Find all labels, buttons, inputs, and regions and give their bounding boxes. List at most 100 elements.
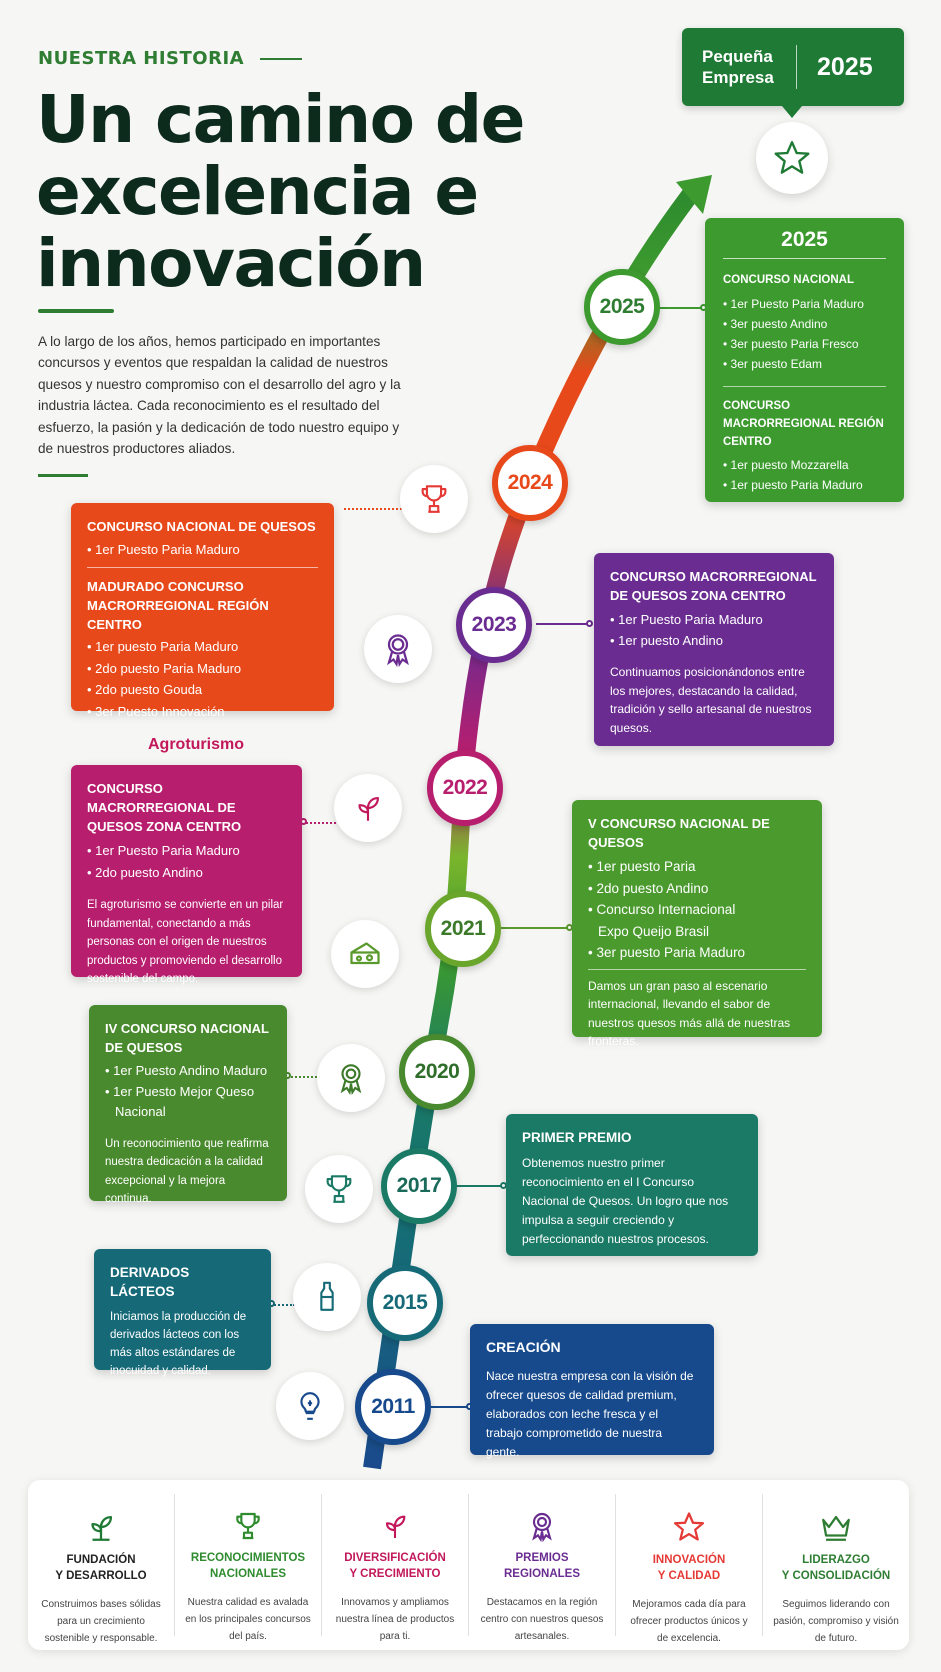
year-node-2022[interactable]: 2022 bbox=[427, 750, 503, 826]
card-2024-s1-title: CONCURSO NACIONAL DE QUESOS bbox=[87, 519, 316, 534]
card-2011: CREACIÓN Nace nuestra empresa con la vis… bbox=[470, 1324, 714, 1459]
connector-2017 bbox=[456, 1185, 506, 1187]
card-2017: PRIMER PREMIO Obtenemos nuestro primer r… bbox=[506, 1114, 758, 1256]
connector-2011 bbox=[428, 1406, 474, 1408]
pillar-desc: Mejoramos cada día para ofrecer producto… bbox=[630, 1599, 748, 1644]
card-2020-title: IV CONCURSO NACIONAL DE QUESOS bbox=[105, 1021, 269, 1055]
page-title: Un camino de excelencia e innovación bbox=[36, 81, 525, 302]
card-divider bbox=[588, 968, 806, 970]
year-node-2015[interactable]: 2015 bbox=[367, 1265, 443, 1341]
card-2015-text: Iniciamos la producción de derivados lác… bbox=[110, 1311, 247, 1377]
eyebrow-line bbox=[260, 57, 303, 60]
list-item: 2do puesto Andino bbox=[588, 878, 806, 900]
badge-year: 2025 bbox=[817, 52, 873, 81]
card-2023-list: 1er Puesto Paria Maduro 1er puesto Andin… bbox=[610, 609, 818, 651]
cheese-icon bbox=[331, 920, 399, 988]
card-2025-s2-list: 1er puesto Mozzarella 1er puesto Paria M… bbox=[723, 455, 886, 495]
badge-separator bbox=[796, 45, 797, 89]
list-item: 3er Puesto Innovación bbox=[87, 701, 318, 723]
badge-label: Pequeña Empresa bbox=[702, 47, 774, 87]
list-item: 2do puesto Paria Maduro bbox=[87, 658, 318, 680]
pillar-desc: Innovamos y ampliamos nuestra línea de p… bbox=[335, 1597, 455, 1642]
year-node-2017[interactable]: 2017 bbox=[381, 1148, 457, 1224]
sprout-icon bbox=[84, 1510, 118, 1544]
list-item: 1er puesto Andino bbox=[610, 630, 818, 651]
list-item: 2do puesto Gouda bbox=[87, 679, 318, 701]
pillar-desc: Seguimos liderando con pasión, compromis… bbox=[773, 1599, 899, 1644]
small-business-badge: Pequeña Empresa 2025 bbox=[682, 28, 904, 118]
connector-2024 bbox=[344, 508, 402, 510]
list-item: 1er puesto Mozzarella bbox=[723, 455, 886, 475]
lightbulb-icon bbox=[276, 1372, 344, 1440]
connector-2015 bbox=[271, 1304, 295, 1306]
list-item: 1er Puesto Mejor Queso Nacional bbox=[105, 1082, 255, 1123]
list-item: 1er Puesto Andino Maduro bbox=[105, 1061, 271, 1082]
card-2011-title: CREACIÓN bbox=[486, 1339, 561, 1355]
list-item: 1er puesto Paria bbox=[588, 856, 806, 878]
values-bar: FUNDACIÓN Y DESARROLLO Construimos bases… bbox=[28, 1480, 909, 1650]
pillar-liderazgo: LIDERAZGO Y CONSOLIDACIÓN Seguimos lider… bbox=[763, 1494, 909, 1644]
year-node-2011[interactable]: 2011 bbox=[355, 1369, 431, 1445]
medal-icon bbox=[364, 615, 432, 683]
list-item: 3er puesto Paria Maduro bbox=[588, 942, 806, 964]
connector-2021 bbox=[500, 927, 572, 929]
card-2020-text: Un reconocimiento que reafirma nuestra d… bbox=[105, 1137, 269, 1206]
list-item: 1er Puesto Paria Maduro bbox=[610, 609, 818, 630]
sprout-icon bbox=[334, 774, 402, 842]
star-icon bbox=[672, 1510, 706, 1544]
list-item: 1er Puesto Paria Maduro bbox=[723, 294, 886, 314]
card-2024-s1-list: 1er Puesto Paria Maduro bbox=[87, 540, 318, 560]
card-2024: CONCURSO NACIONAL DE QUESOS 1er Puesto P… bbox=[71, 503, 334, 719]
list-item: 1er Puesto Paria Maduro bbox=[87, 540, 318, 560]
pillar-title: DIVERSIFICACIÓN Y CRECIMIENTO bbox=[344, 1552, 446, 1580]
pillar-premios: PREMIOS REGIONALES Destacamos en la regi… bbox=[469, 1494, 616, 1642]
card-2017-title: PRIMER PREMIO bbox=[522, 1130, 632, 1145]
list-item: 1er puesto Paria Maduro bbox=[723, 475, 886, 495]
pillar-title: INNOVACIÓN Y CALIDAD bbox=[652, 1554, 726, 1582]
eyebrow-text: NUESTRA HISTORIA bbox=[38, 48, 245, 69]
card-2025: 2025 CONCURSO NACIONAL 1er Puesto Paria … bbox=[705, 218, 904, 502]
crown-icon bbox=[819, 1510, 853, 1544]
rosette-icon bbox=[317, 1044, 385, 1112]
card-2021-list: 1er puesto Paria 2do puesto Andino Concu… bbox=[588, 856, 806, 964]
pillar-title: RECONOCIMIENTOS NACIONALES bbox=[190, 1552, 306, 1580]
card-2023: CONCURSO MACRORREGIONAL DE QUESOS ZONA C… bbox=[594, 553, 834, 746]
medal-icon bbox=[526, 1510, 558, 1542]
year-node-2023[interactable]: 2023 bbox=[456, 587, 532, 663]
list-item: 3er puesto Edam bbox=[723, 354, 886, 374]
card-2025-s2-title: CONCURSO MACRORREGIONAL REGIÓN CENTRO bbox=[723, 400, 884, 448]
trophy-icon bbox=[232, 1510, 264, 1542]
card-2011-text: Nace nuestra empresa con la visión de of… bbox=[486, 1369, 694, 1459]
year-node-2025[interactable]: 2025 bbox=[584, 269, 660, 345]
connector-2020 bbox=[287, 1076, 317, 1078]
card-2017-text: Obtenemos nuestro primer reconocimiento … bbox=[522, 1156, 729, 1246]
pillar-title: LIDERAZGO Y CONSOLIDACIÓN bbox=[781, 1554, 891, 1582]
card-2024-s2-list: 1er puesto Paria Maduro 2do puesto Paria… bbox=[87, 636, 318, 722]
card-divider bbox=[723, 386, 886, 387]
card-2022: CONCURSO MACRORREGIONAL DE QUESOS ZONA C… bbox=[71, 765, 302, 985]
card-2021: V CONCURSO NACIONAL DE QUESOS 1er puesto… bbox=[572, 800, 822, 1048]
card-2021-text: Damos un gran paso al escenario internac… bbox=[588, 978, 791, 1049]
card-2020-list: 1er Puesto Andino Maduro 1er Puesto Mejo… bbox=[105, 1061, 271, 1123]
pillar-innovacion: INNOVACIÓN Y CALIDAD Mejoramos cada día … bbox=[616, 1494, 763, 1644]
year-node-2021[interactable]: 2021 bbox=[425, 891, 501, 967]
star-icon bbox=[756, 122, 828, 194]
connector-2023 bbox=[536, 623, 592, 625]
pillar-diversificacion: DIVERSIFICACIÓN Y CRECIMIENTO Innovamos … bbox=[322, 1494, 469, 1642]
section-eyebrow: NUESTRA HISTORIA bbox=[38, 48, 303, 69]
sprout-icon bbox=[379, 1510, 411, 1542]
list-item: 1er Puesto Paria Maduro bbox=[87, 840, 286, 862]
card-2022-title: CONCURSO MACRORREGIONAL DE QUESOS ZONA C… bbox=[87, 781, 242, 834]
card-2022-text: El agroturismo se convierte en un pilar … bbox=[87, 899, 284, 985]
year-node-2024[interactable]: 2024 bbox=[492, 445, 568, 521]
trophy-icon bbox=[400, 465, 468, 533]
pillar-fundacion: FUNDACIÓN Y DESARROLLO Construimos bases… bbox=[28, 1494, 175, 1644]
pillar-title: FUNDACIÓN Y DESARROLLO bbox=[55, 1554, 147, 1582]
pillar-title: PREMIOS REGIONALES bbox=[503, 1552, 581, 1580]
pillar-desc: Construimos bases sólidas para un crecim… bbox=[41, 1599, 161, 1644]
year-node-2020[interactable]: 2020 bbox=[399, 1034, 475, 1110]
list-item: 2do puesto Andino bbox=[87, 862, 286, 884]
intro-divider bbox=[38, 474, 88, 477]
list-item: 3er puesto Paria Fresco bbox=[723, 334, 886, 354]
title-divider bbox=[38, 309, 114, 313]
